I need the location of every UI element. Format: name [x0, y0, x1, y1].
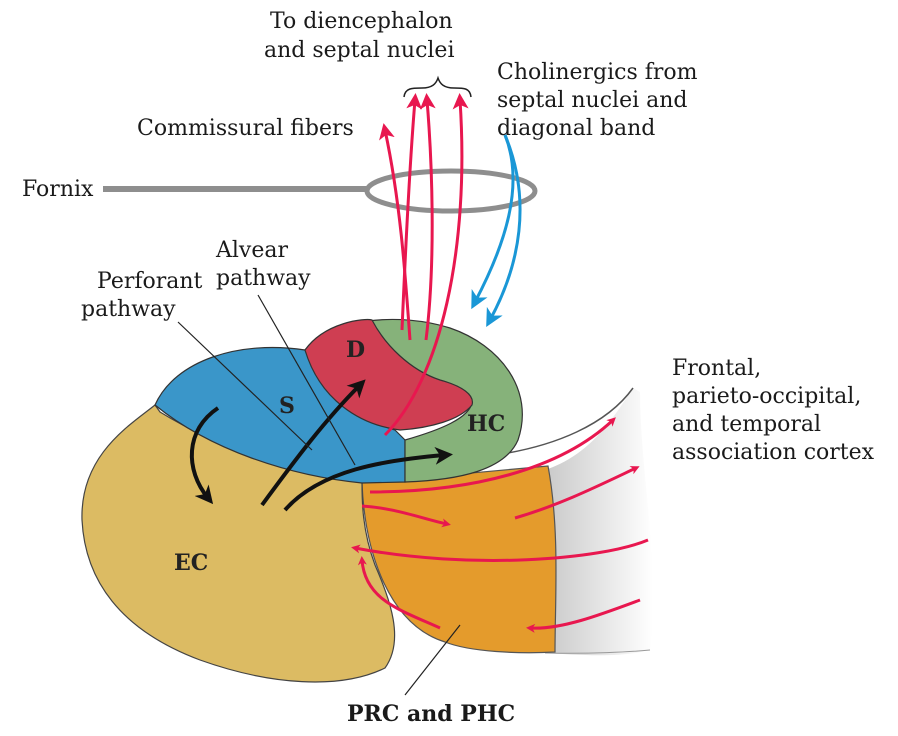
diencephalon-arrow-3	[383, 93, 469, 437]
perforant-arrow	[260, 379, 366, 507]
association-label-line1: Frontal,	[672, 356, 762, 381]
subiculum-to-ec-arrow	[189, 406, 220, 505]
entorhinal-cortex-label: EC	[174, 550, 209, 576]
dentate-gyrus-region	[304, 318, 473, 431]
assoc-arrow-2	[514, 466, 640, 520]
cholinergics-label-line1: Cholinergics from	[497, 60, 698, 85]
association-cortex-band	[545, 388, 653, 656]
commissural-fibers-label: Commissural fibers	[137, 116, 354, 141]
association-label-line3: and temporal	[672, 412, 822, 437]
cholinergic-arrow-2	[486, 134, 522, 328]
alvear-label-line2: pathway	[216, 266, 311, 291]
to-diencephalon-label-line2: and septal nuclei	[264, 38, 455, 63]
cholinergics-label-line2: septal nuclei and	[497, 88, 688, 113]
assoc-arrow-4	[526, 598, 641, 633]
association-label-line2: parieto-occipital,	[672, 384, 862, 409]
to-diencephalon-label-line1: To diencephalon	[270, 9, 453, 34]
association-cortex-bottom-edge	[544, 649, 651, 654]
fornix-label: Fornix	[22, 177, 94, 202]
prc-phc-label: PRC and PHC	[347, 701, 516, 727]
association-label-line4: association cortex	[672, 440, 875, 465]
diencephalon-brace	[403, 75, 472, 98]
prc-phc-pointer	[404, 624, 461, 696]
hippocampus-label: HC	[467, 411, 506, 437]
diencephalon-arrow-2	[419, 93, 436, 341]
perforant-pointer	[177, 321, 313, 451]
fornix-ring	[364, 168, 538, 214]
diencephalon-arrow-1	[400, 93, 423, 331]
alvear-pointer	[257, 294, 356, 466]
cholinergics-label-line3: diagonal band	[497, 116, 656, 141]
dentate-gyrus-label: D	[346, 337, 366, 363]
prc-inner-arrow-1	[361, 504, 451, 528]
perforant-label-line1: Perforant	[97, 269, 203, 294]
commissural-fiber-arrow	[379, 123, 412, 341]
alvear-label-line1: Alvear	[216, 238, 289, 263]
assoc-arrow-1	[369, 417, 616, 494]
subiculum-label: S	[279, 393, 295, 419]
alvear-arrow	[283, 446, 453, 512]
assoc-arrow-3	[351, 538, 649, 562]
prc-inner-arrow-2	[357, 556, 441, 630]
perforant-label-line2: pathway	[81, 297, 176, 322]
